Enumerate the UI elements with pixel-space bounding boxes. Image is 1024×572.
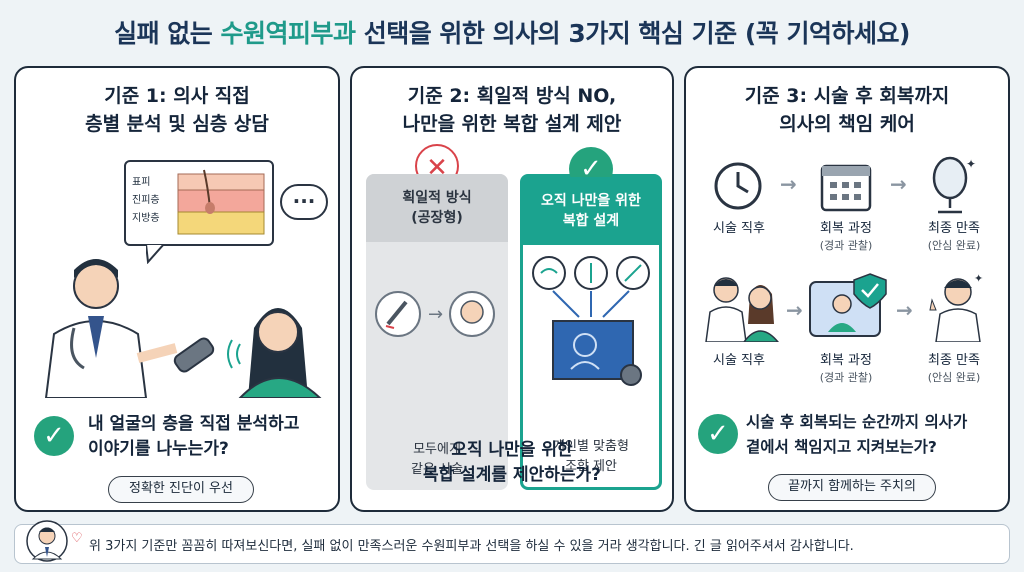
step-3-name: 최종 만족 — [928, 221, 980, 236]
criterion-2-title-line1: 기준 2: 획일적 방식 NO, — [407, 85, 617, 107]
step-3b-label: 최종 만족 (안심 완료) — [908, 352, 1000, 386]
footer-bar: ♡ 위 3가지 기준만 꼼꼼히 따져보신다면, 실패 없이 만족스러운 수원피부… — [14, 520, 1010, 564]
title-accent: 수원역피부과 — [220, 19, 357, 48]
criterion-1-question-line2: 이야기를 나누는가? — [88, 439, 229, 459]
step-2-sub: (경과 관찰) — [819, 239, 873, 252]
criterion-1-title-line1: 기준 1: 의사 직접 — [104, 85, 250, 107]
skin-layer-callout: 표피 진피층 지방층 — [124, 160, 274, 246]
criterion-1-question-line1: 내 얼굴의 층을 직접 분석하고 — [88, 414, 300, 434]
criterion-2-card: 기준 2: 획일적 방식 NO, 나만을 위한 복합 설계 제안 ✕ 획일적 방… — [350, 66, 674, 512]
heart-icon: ♡ — [71, 531, 83, 546]
criterion-3-title: 기준 3: 시술 후 회복까지 의사의 책임 케어 — [686, 82, 1008, 138]
criterion-1-badge: 정확한 진단이 우선 — [108, 476, 254, 503]
step-1b-label: 시술 직후 — [694, 352, 784, 369]
custom-design-foot-line1: 개인별 맞춤형 — [553, 439, 629, 454]
step-1-label: 시술 직후 — [694, 220, 784, 237]
title-suffix: 선택을 위한 의사의 3가지 핵심 기준 (꼭 기억하세요) — [355, 19, 911, 48]
criterion-3-badge: 끝까지 함께하는 주치의 — [768, 474, 936, 501]
svg-text:✦: ✦ — [974, 272, 983, 285]
skin-layer-epidermis-label: 표피 — [132, 177, 151, 188]
arrow-icon: → — [780, 172, 797, 196]
uniform-method-head: 획일적 방식 (공장형) — [366, 174, 508, 242]
criterion-2-question: 오직 나만을 위한 복합 설계를 제안하는가? — [352, 438, 672, 488]
satisfied-doctor-illustration: ✦ — [929, 272, 983, 342]
footer-text: 위 3가지 기준만 꼼꼼히 따져보신다면, 실패 없이 만족스러운 수원피부과 … — [89, 539, 854, 554]
uniform-treatment-icon: → — [375, 291, 495, 337]
step-2b-label: 회복 과정 (경과 관찰) — [800, 352, 892, 386]
page-title: 실패 없는 수원역피부과 선택을 위한 의사의 3가지 핵심 기준 (꼭 기억하… — [0, 14, 1024, 50]
doctor-patient-illustration — [44, 259, 322, 398]
speech-bubble-icon: ··· — [280, 184, 328, 220]
criterion-2-title-line2: 나만을 위한 복합 설계 제안 — [402, 113, 622, 135]
uniform-method-head-line1: 획일적 방식 — [402, 190, 472, 206]
title-prefix: 실패 없는 — [114, 19, 221, 48]
mirror-icon: ✦ — [932, 156, 976, 214]
svg-text:✦: ✦ — [966, 157, 976, 171]
check-icon: ✓ — [34, 416, 74, 456]
check-icon: ✓ — [698, 414, 738, 454]
skin-layer-fat-label: 지방층 — [132, 213, 160, 224]
uniform-method-foot-line2: 같은 시술 — [411, 462, 463, 477]
step-2b-name: 회복 과정 — [820, 353, 872, 368]
svg-text:→: → — [428, 304, 443, 325]
step-3-sub: (안심 완료) — [927, 239, 981, 252]
custom-design-head-line2: 복합 설계 — [562, 213, 620, 229]
step-2-name: 회복 과정 — [820, 221, 872, 236]
calendar-icon — [820, 164, 872, 212]
arrow-icon: → — [786, 298, 803, 322]
skin-cross-section-icon — [177, 169, 265, 235]
step-1-name: 시술 직후 — [713, 221, 765, 236]
step-3b-sub: (안심 완료) — [927, 371, 981, 384]
criterion-2-question-line1: 오직 나만을 위한 — [451, 440, 573, 460]
criterion-3-title-line1: 기준 3: 시술 후 회복까지 — [744, 85, 950, 107]
step-2b-sub: (경과 관찰) — [819, 371, 873, 384]
criterion-2-title: 기준 2: 획일적 방식 NO, 나만을 위한 복합 설계 제안 — [352, 82, 672, 138]
custom-design-head: 오직 나만을 위한 복합 설계 — [523, 177, 659, 245]
step-3b-name: 최종 만족 — [928, 353, 980, 368]
custom-design-foot: 개인별 맞춤형 조합 제안 — [523, 437, 659, 477]
custom-design-head-line1: 오직 나만을 위한 — [541, 193, 641, 209]
criterion-1-question: 내 얼굴의 층을 직접 분석하고 이야기를 나누는가? — [88, 412, 299, 462]
uniform-method-panel: ✕ 획일적 방식 (공장형) → 모두에게 같은 시술 — [366, 144, 508, 490]
criterion-1-title-line2: 층별 분석 및 심층 상담 — [85, 113, 269, 135]
criterion-3-question-line1: 시술 후 회복되는 순간까지 의사가 — [746, 413, 968, 431]
uniform-method-foot-line1: 모두에게 — [413, 442, 461, 457]
step-1b-name: 시술 직후 — [713, 353, 765, 368]
callout-tail — [146, 244, 166, 264]
criterion-1-card: 기준 1: 의사 직접 층별 분석 및 심층 상담 표피 진피층 지방층 ··· — [14, 66, 340, 512]
doctor-patient-care-illustration — [705, 277, 779, 342]
arrow-icon: → — [890, 172, 907, 196]
criterion-3-title-line2: 의사의 책임 케어 — [779, 113, 915, 135]
video-consult-tablet-icon — [809, 273, 887, 337]
arrow-icon: → — [896, 298, 913, 322]
skin-layer-dermis-label: 진피층 — [132, 195, 160, 206]
combined-design-icon — [532, 256, 650, 386]
custom-design-panel: ✓ 오직 나만을 위한 복합 설계 개인별 맞춤형 조합 제안 — [520, 147, 662, 490]
uniform-method-foot: 모두에게 같은 시술 — [366, 440, 508, 480]
custom-design-foot-line2: 조합 제안 — [565, 459, 617, 474]
doctor-avatar-icon — [26, 520, 68, 562]
criterion-1-title: 기준 1: 의사 직접 층별 분석 및 심층 상담 — [16, 82, 338, 138]
step-2-label: 회복 과정 (경과 관찰) — [800, 220, 892, 254]
criterion-2-question-line2: 복합 설계를 제안하는가? — [422, 465, 602, 485]
criterion-3-question: 시술 후 회복되는 순간까지 의사가 곁에서 책임지고 지켜보는가? — [746, 410, 967, 460]
clock-icon — [714, 162, 762, 210]
step-3-label: 최종 만족 (안심 완료) — [908, 220, 1000, 254]
criterion-3-card: 기준 3: 시술 후 회복까지 의사의 책임 케어 → → ✦ 시술 직후 회복… — [684, 66, 1010, 512]
criterion-3-question-line2: 곁에서 책임지고 지켜보는가? — [746, 438, 937, 456]
uniform-method-head-line2: (공장형) — [411, 210, 463, 226]
